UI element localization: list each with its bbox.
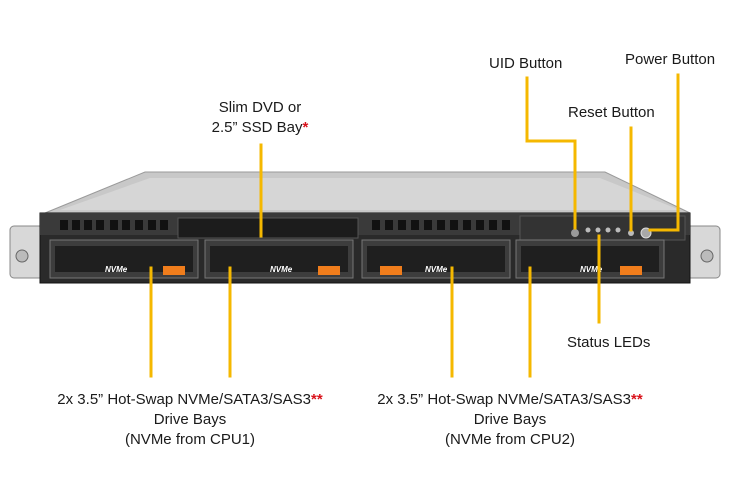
drive-bays-left-line2: Drive Bays [153,411,227,428]
drive-tab-1 [163,266,185,275]
drive-badge-3: NVMe [425,265,448,274]
screw-right-icon [700,249,714,263]
reset-button-label: Reset Button [568,104,655,121]
drive-bays-right-line1-text: 2x 3.5” Hot-Swap NVMe/SATA3/SAS3 [377,391,632,408]
slim-dvd-label-line2: 2.5” SSD Bay* [190,118,330,138]
slim-dvd-asterisk: * [302,119,309,136]
drive-bays-left-line1: 2x 3.5” Hot-Swap NVMe/SATA3/SAS3** [20,390,360,410]
drive-bays-right-line1: 2x 3.5” Hot-Swap NVMe/SATA3/SAS3** [340,390,680,410]
drive-badge-2: NVMe [270,265,293,274]
drive-tab-2 [318,266,340,275]
chassis-top-highlight [60,178,680,210]
drive-bays-left-line1-text: 2x 3.5” Hot-Swap NVMe/SATA3/SAS3 [57,391,312,408]
slim-dvd-bay [177,217,359,239]
status-leds-label: Status LEDs [567,334,651,351]
drive-bay-1: NVMe [49,239,199,279]
uid-button-icon [571,229,579,237]
slim-dvd-label-line1: Slim DVD or [218,99,302,116]
drive-bays-right-label: 2x 3.5” Hot-Swap NVMe/SATA3/SAS3** Drive… [340,390,680,450]
drive-bays-right-asterisk: ** [631,391,643,408]
drive-bays-left-line3: (NVMe from CPU1) [124,431,255,448]
slim-dvd-label: Slim DVD or 2.5” SSD Bay* [190,98,330,138]
drive-badge-4: NVMe [580,265,603,274]
drive-bays-left-label: 2x 3.5” Hot-Swap NVMe/SATA3/SAS3** Drive… [20,390,360,450]
drive-bay-2: NVMe [204,239,354,279]
status-led-1 [585,227,591,233]
drive-tab-3 [380,266,402,275]
uid-button-label: UID Button [489,55,563,72]
callout-power [648,73,680,232]
control-panel [519,215,686,241]
status-led-4 [615,227,621,233]
screw-left-icon [15,249,29,263]
callout-uid [525,76,577,230]
drive-bays-right-line2: Drive Bays [473,411,547,428]
drive-bays-left-asterisk: ** [311,391,323,408]
slim-dvd-label-line2-text: 2.5” SSD Bay [211,119,303,136]
drive-badge-1: NVMe [105,265,128,274]
status-led-2 [595,227,601,233]
drive-bay-4: NVMe [515,239,665,279]
drive-bay-3: NVMe [361,239,511,279]
callout-lines [149,73,680,378]
drive-bays-right-line3: (NVMe from CPU2) [444,431,575,448]
vent-holes [60,220,510,230]
drive-tab-4 [620,266,642,275]
status-led-3 [605,227,611,233]
power-button-label: Power Button [625,51,716,68]
